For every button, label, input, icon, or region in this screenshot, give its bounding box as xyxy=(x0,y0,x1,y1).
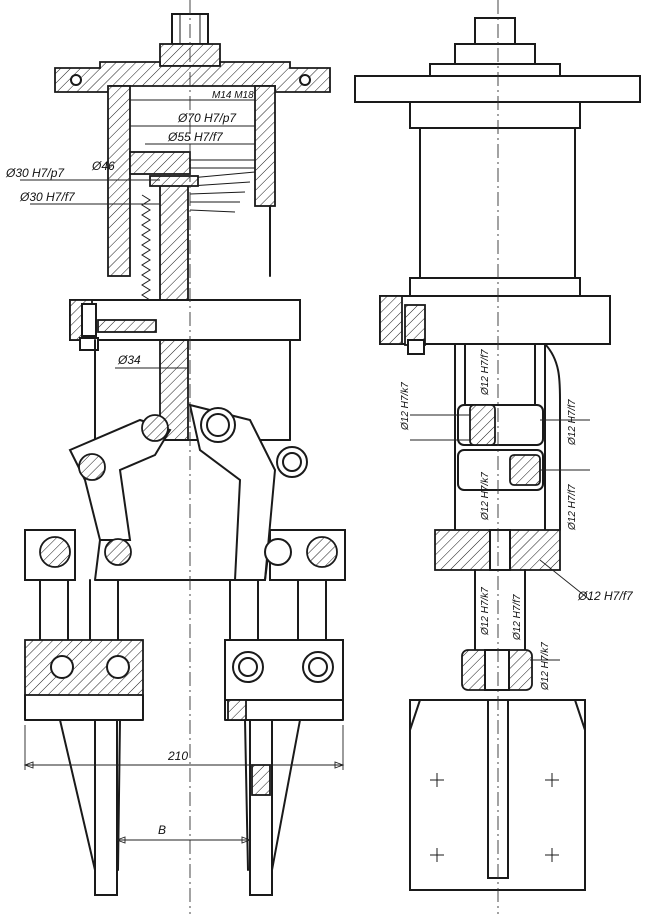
label-side-fit-h: Ø12 H7/k7 xyxy=(540,642,551,691)
label-side-fit-e: Ø12 H7/f7 xyxy=(577,589,634,603)
coil-spring xyxy=(141,194,151,301)
left-jaw-pin-a xyxy=(50,655,74,679)
label-side-fit-c: Ø12 H7/k7 xyxy=(480,472,491,521)
rod-collar xyxy=(149,175,199,187)
pin-left-inner xyxy=(104,538,132,566)
body-walls xyxy=(94,339,291,441)
label-thread: M14 M18 xyxy=(212,90,254,101)
cone-spring xyxy=(189,171,256,213)
flange-hole-left xyxy=(70,74,82,86)
label-side-fit-a: Ø12 H7/f7 xyxy=(480,349,491,396)
label-side-fit-f: Ø12 H7/k7 xyxy=(480,587,491,636)
label-side-fit-g: Ø12 H7/f7 xyxy=(512,594,523,641)
top-flange xyxy=(54,61,331,93)
piston xyxy=(129,151,191,175)
left-links xyxy=(39,579,119,641)
mounting-holes xyxy=(430,773,559,862)
left-finger-taper xyxy=(59,719,121,871)
label-fit-70: Ø70 H7/p7 xyxy=(177,111,237,125)
front-annotations: M14 M18 Ø70 H7/p7 Ø55 H7/f7 Ø30 H7/p7 Ø4… xyxy=(5,90,254,837)
side-bolt-head xyxy=(474,17,516,45)
label-side-fit-d: Ø12 H7/f7 xyxy=(567,484,578,531)
flange-bolt xyxy=(81,303,97,337)
right-links xyxy=(229,579,327,651)
label-side-fit-b: Ø12 H7/f7 xyxy=(567,399,578,446)
front-section-view xyxy=(20,0,346,914)
pin-right-inner xyxy=(264,538,292,566)
side-body-walls xyxy=(454,343,546,531)
right-jaw-screw xyxy=(227,699,247,721)
lower-ring xyxy=(97,319,157,333)
side-top-ring xyxy=(409,101,581,129)
label-dia-46: Ø46 xyxy=(91,159,115,173)
pin-right-bracket xyxy=(306,536,338,568)
label-fit-30-f7: Ø30 H7/f7 xyxy=(19,190,76,204)
cylinder-wall-left xyxy=(107,85,131,277)
label-dim-210: 210 xyxy=(167,749,188,763)
label-side-fit-left: Ø12 H7/k7 xyxy=(400,382,411,431)
left-finger xyxy=(94,719,118,896)
side-top-flange xyxy=(354,75,641,103)
left-jaw-pin-b xyxy=(106,655,130,679)
pin-top-left xyxy=(141,414,169,442)
flange-hole-right xyxy=(299,74,311,86)
pin-left-bracket xyxy=(39,536,71,568)
side-cylinder xyxy=(419,127,576,279)
label-fit-55: Ø55 H7/f7 xyxy=(167,130,224,144)
pin-mid-left xyxy=(78,453,106,481)
side-annotations: Ø12 H7/k7 Ø12 H7/f7 Ø12 H7/f7 Ø12 H7/k7 … xyxy=(400,349,634,691)
label-fit-30-p7: Ø30 H7/p7 xyxy=(5,166,65,180)
label-dia-34: Ø34 xyxy=(117,353,141,367)
right-finger-insert xyxy=(251,764,271,796)
flange-bolt-head xyxy=(79,337,99,351)
cylinder-wall-right xyxy=(254,85,276,207)
right-finger xyxy=(249,719,273,896)
label-dim-B: B xyxy=(158,823,166,837)
side-nut xyxy=(454,43,536,65)
side-view xyxy=(354,0,641,914)
right-finger-taper xyxy=(244,719,301,871)
